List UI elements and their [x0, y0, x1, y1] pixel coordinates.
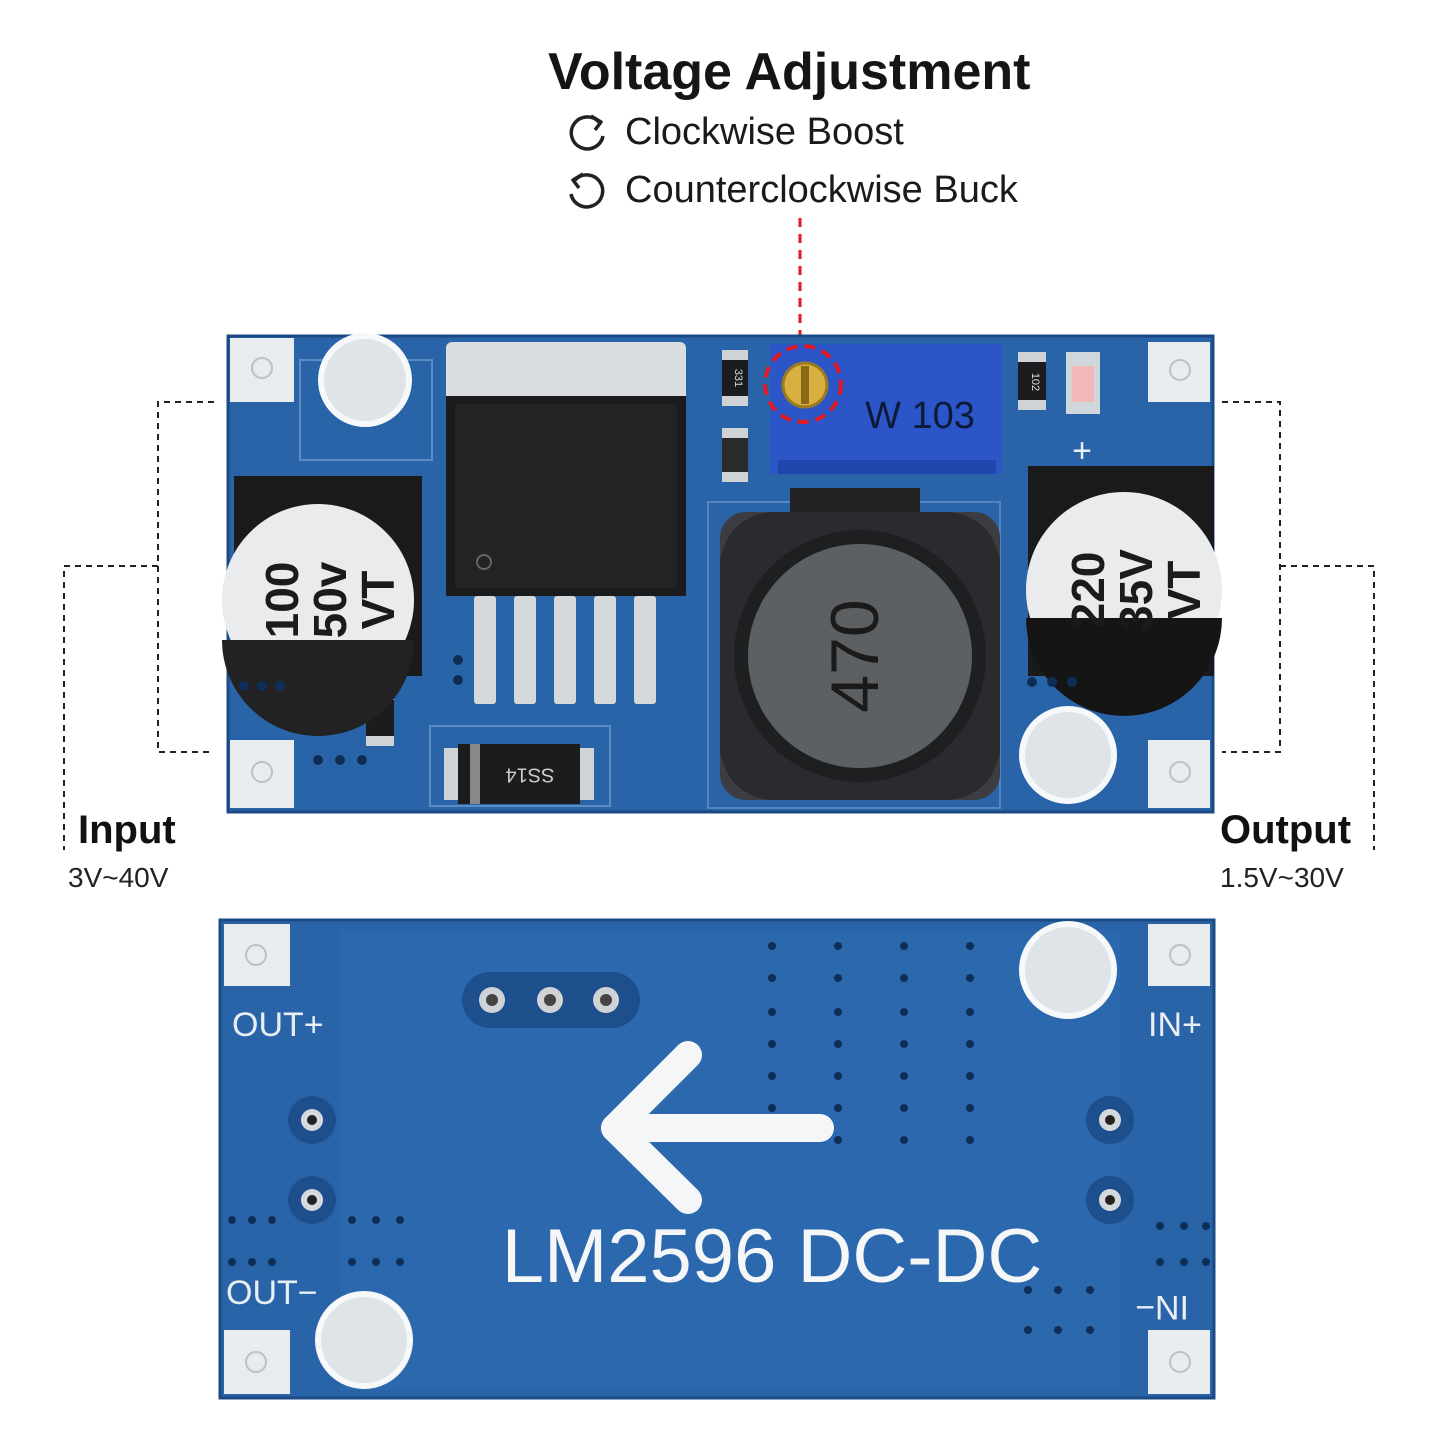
output-cap-line-2: 35V — [1110, 549, 1162, 631]
output-capacitor: 220 35V VT — [1026, 466, 1222, 716]
svg-text:35V: 35V — [1110, 549, 1162, 631]
svg-text:50v: 50v — [304, 561, 356, 638]
corner-pad — [230, 338, 1210, 808]
top-board: 331 102 + W 103 — [222, 333, 1222, 814]
mounting-hole — [315, 1291, 413, 1389]
input-range: 3V~40V — [68, 862, 169, 893]
output-label: Output — [1220, 808, 1352, 852]
mounting-hole — [1019, 706, 1117, 804]
rotate-cw-icon — [569, 114, 605, 151]
svg-text:220: 220 — [1062, 552, 1114, 629]
arrow-left-icon — [601, 1041, 834, 1214]
clockwise-label: Clockwise Boost — [625, 110, 904, 153]
svg-text:VT: VT — [1158, 561, 1210, 620]
output-cap-line-1: 220 — [1062, 552, 1114, 629]
page-title: Voltage Adjustment — [548, 43, 1031, 101]
counterclockwise-label: Counterclockwise Buck — [625, 168, 1018, 211]
plus-mark: + — [1072, 432, 1092, 470]
clockwise-legend: Clockwise Boost — [565, 110, 904, 154]
smd-capacitor — [722, 428, 748, 482]
input-label: Input — [78, 808, 176, 852]
resistor-2-label: 102 — [1029, 373, 1041, 391]
corner-pad — [224, 924, 1210, 1394]
input-cap-line-2: 50v — [304, 561, 356, 638]
board-title: LM2596 DC-DC — [502, 1214, 1043, 1299]
regulator-ic — [446, 342, 686, 704]
in-minus-label: IN− — [1135, 1288, 1189, 1326]
trim-potentiometer: W 103 — [763, 344, 1002, 474]
through-hole-pad — [288, 1096, 1134, 1224]
bottom-board: LM2596 DC-DC OUT+ OUT− IN+ IN− — [218, 918, 1216, 1400]
svg-text:100: 100 — [256, 562, 308, 639]
smd-resistor: 331 — [722, 350, 748, 406]
output-range: 1.5V~30V — [1220, 862, 1344, 893]
output-bracket — [1222, 401, 1375, 850]
out-plus-label: OUT+ — [232, 1006, 324, 1044]
diode-label: SS14 — [506, 764, 555, 786]
counterclockwise-legend: Counterclockwise Buck — [565, 168, 1018, 212]
potentiometer-label: W 103 — [865, 395, 975, 437]
adjust-screw-highlight — [763, 344, 843, 424]
mounting-hole — [318, 333, 412, 427]
led — [1066, 352, 1100, 414]
input-cap-line-3: VT — [352, 571, 404, 630]
inductor-label: 470 — [817, 599, 893, 712]
power-inductor: 470 — [720, 488, 1000, 800]
out-minus-label: OUT− — [226, 1274, 318, 1312]
input-bracket — [63, 401, 214, 850]
svg-text:VT: VT — [352, 571, 404, 630]
input-capacitor: 100 50v VT — [222, 476, 422, 736]
schottky-diode: SS14 — [444, 744, 594, 804]
mounting-hole — [1019, 921, 1117, 1019]
input-cap-line-1: 100 — [256, 562, 308, 639]
smd-resistor: 102 — [1018, 352, 1046, 410]
resistor-1-label: 331 — [732, 369, 744, 387]
output-cap-line-3: VT — [1158, 561, 1210, 620]
rotate-ccw-icon — [569, 172, 605, 209]
in-plus-label: IN+ — [1148, 1006, 1202, 1044]
